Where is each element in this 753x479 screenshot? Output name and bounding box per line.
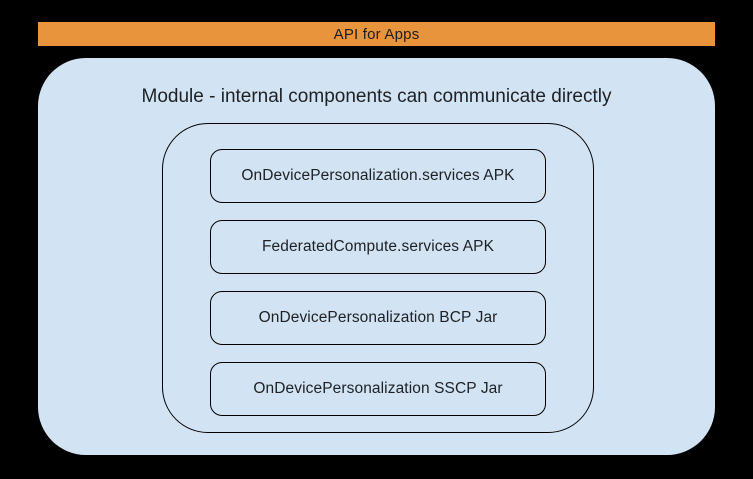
component-label-ondevicepersonalization-bcp-jar: OnDevicePersonalization BCP Jar	[258, 309, 498, 326]
component-label-ondevicepersonalization-sscp-jar: OnDevicePersonalization SSCP Jar	[253, 380, 503, 397]
module-title: Module - internal components can communi…	[141, 86, 612, 107]
api-for-apps-banner: API for Apps	[38, 22, 715, 46]
component-box-ondevicepersonalization-bcp-jar: OnDevicePersonalization BCP Jar	[210, 291, 546, 345]
module-container: Module - internal components can communi…	[38, 58, 715, 455]
component-box-federatedcompute-services-apk: FederatedCompute.services APK	[210, 220, 546, 274]
component-box-ondevicepersonalization-sscp-jar: OnDevicePersonalization SSCP Jar	[210, 362, 546, 416]
component-label-ondevicepersonalization-services-apk: OnDevicePersonalization.services APK	[241, 167, 515, 184]
component-box-ondevicepersonalization-services-apk: OnDevicePersonalization.services APK	[210, 149, 546, 203]
module-inner-boundary: OnDevicePersonalization.services APK Fed…	[162, 123, 594, 433]
api-for-apps-banner-label: API for Apps	[333, 25, 420, 43]
component-label-federatedcompute-services-apk: FederatedCompute.services APK	[261, 238, 495, 255]
